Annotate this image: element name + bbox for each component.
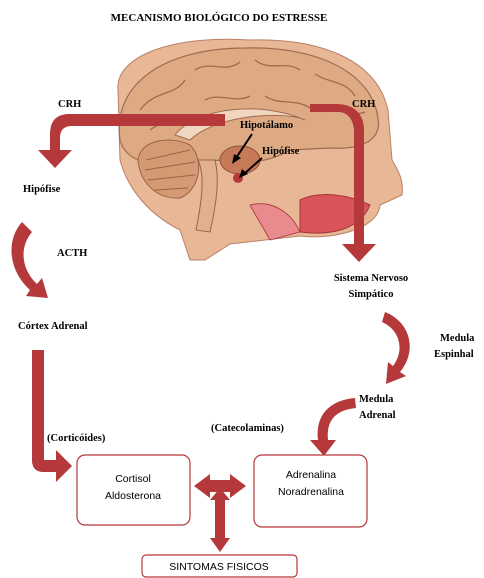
acth-label: ACTH	[57, 248, 87, 259]
box-cortisol-line2: Aldosterona	[105, 490, 161, 502]
hipofise-brain-label: Hipófise	[262, 146, 300, 157]
box-cortisol-line1: Cortisol	[115, 473, 151, 485]
box-sintomas-text: SINTOMAS FISICOS	[169, 561, 269, 573]
hipotalamo-label: Hipotálamo	[240, 120, 293, 131]
hipofise-left-label: Hipófise	[23, 184, 61, 195]
medula-adrenal-line1: Medula	[359, 394, 394, 405]
corticoides-label: (Corticóides)	[47, 433, 106, 444]
box-adrenalina-line1: Adrenalina	[286, 469, 336, 481]
box-adrenalina: Adrenalina Noradrenalina	[254, 455, 367, 527]
double-arrow-vertical	[210, 488, 230, 552]
sistema-nervoso-line1: Sistema Nervoso	[334, 273, 408, 284]
box-cortisol: Cortisol Aldosterona	[77, 455, 190, 525]
catecolaminas-label: (Catecolaminas)	[211, 423, 284, 434]
medula-adrenal-arrow	[310, 398, 356, 456]
medula-espinhal-arrow	[382, 312, 410, 384]
cortex-adrenal-label: Córtex Adrenal	[18, 321, 88, 332]
medula-espinhal-line2: Espinhal	[434, 349, 474, 360]
sistema-nervoso-line2: Simpático	[349, 289, 394, 300]
box-adrenalina-line2: Noradrenalina	[278, 486, 344, 498]
corticoides-arrow	[32, 350, 72, 482]
medula-adrenal-line2: Adrenal	[359, 410, 396, 421]
crh-left-label: CRH	[58, 99, 81, 110]
medula-espinhal-line1: Medula	[440, 333, 475, 344]
acth-arrow	[12, 222, 48, 298]
crh-right-label: CRH	[352, 99, 375, 110]
diagram-title: MECANISMO BIOLÓGICO DO ESTRESSE	[111, 12, 328, 24]
box-sintomas: SINTOMAS FISICOS	[142, 555, 297, 577]
